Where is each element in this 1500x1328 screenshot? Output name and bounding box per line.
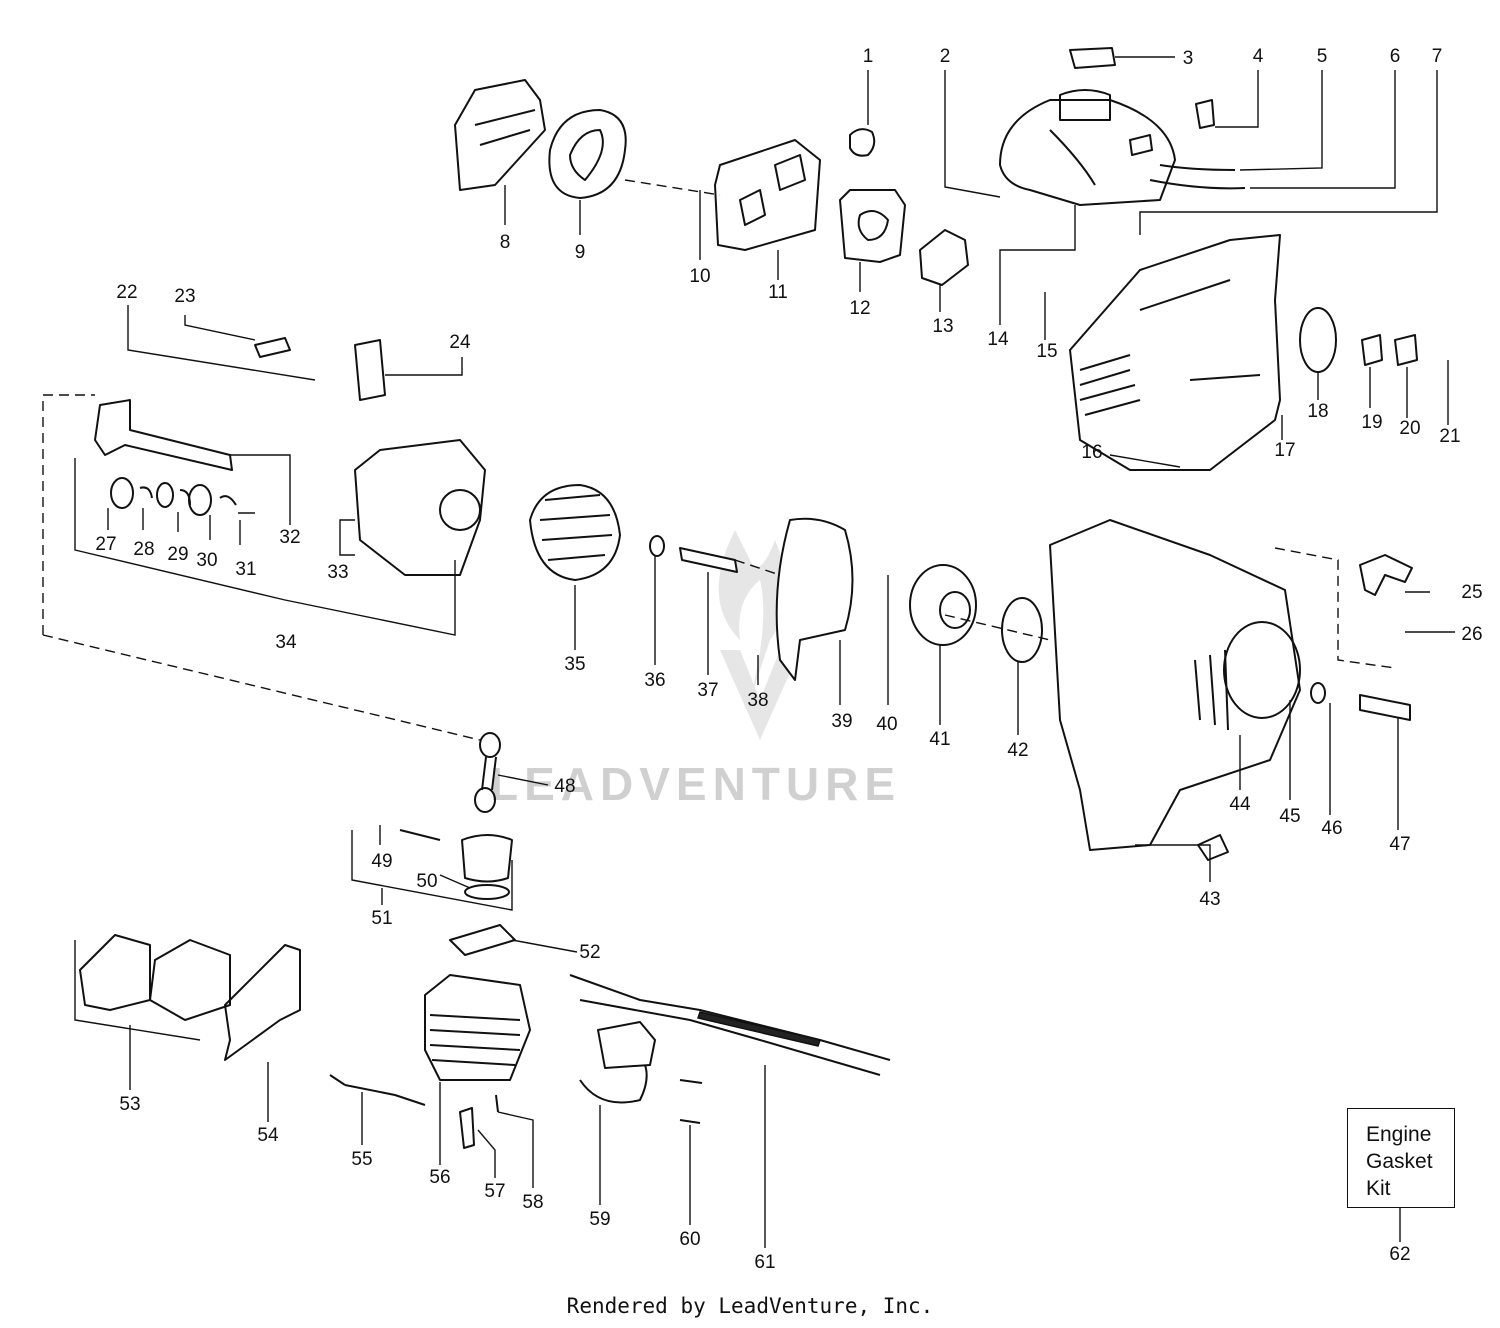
callout-19: 19 — [1361, 412, 1382, 433]
callout-22: 22 — [116, 282, 137, 303]
watermark-text: LEADVENTURE — [490, 758, 901, 810]
callout-60: 60 — [679, 1229, 700, 1250]
callout-11: 11 — [768, 282, 788, 303]
callout-13: 13 — [932, 316, 953, 337]
callout-61: 61 — [754, 1252, 775, 1273]
callout-40: 40 — [876, 714, 897, 735]
callout-57: 57 — [484, 1181, 505, 1202]
callout-32: 32 — [279, 527, 300, 548]
callout-62: 62 — [1389, 1244, 1410, 1265]
callout-48: 48 — [554, 776, 575, 797]
callout-20: 20 — [1399, 418, 1420, 439]
leader-lines — [42, 56, 1455, 1248]
watermark: LEADVENTURE — [490, 530, 901, 810]
footer-credit: Rendered by LeadVenture, Inc. — [566, 1294, 934, 1318]
callout-49: 49 — [371, 851, 392, 872]
callout-6: 6 — [1390, 46, 1401, 67]
engine-gasket-kit-box: Engine Gasket Kit — [1347, 1108, 1455, 1208]
callout-33: 33 — [327, 562, 348, 583]
callout-43: 43 — [1199, 889, 1220, 910]
callout-52: 52 — [579, 942, 600, 963]
callout-37: 37 — [697, 680, 718, 701]
callout-34: 34 — [275, 632, 297, 653]
callout-15: 15 — [1036, 341, 1057, 362]
callout-10: 10 — [689, 266, 710, 287]
callout-54: 54 — [257, 1125, 279, 1146]
callout-53: 53 — [119, 1094, 140, 1115]
callout-39: 39 — [831, 711, 852, 732]
callout-45: 45 — [1279, 806, 1300, 827]
callout-31: 31 — [235, 559, 256, 580]
callout-1: 1 — [863, 46, 874, 67]
callout-30: 30 — [196, 550, 217, 571]
kit-box-line-3: Kit — [1366, 1177, 1391, 1200]
callout-18: 18 — [1307, 401, 1328, 422]
part-drawings — [79, 47, 1418, 1149]
callout-16: 16 — [1081, 442, 1102, 463]
callout-12: 12 — [849, 298, 870, 319]
callout-8: 8 — [500, 232, 511, 253]
callout-14: 14 — [987, 329, 1009, 350]
callout-5: 5 — [1317, 46, 1328, 67]
callout-7: 7 — [1432, 46, 1443, 67]
callout-58: 58 — [522, 1192, 543, 1213]
callout-3: 3 — [1183, 48, 1194, 69]
callout-28: 28 — [133, 539, 154, 560]
kit-box-line-1: Engine — [1366, 1123, 1432, 1146]
callout-35: 35 — [564, 654, 585, 675]
callout-24: 24 — [449, 332, 471, 353]
callout-26: 26 — [1461, 624, 1482, 645]
callout-47: 47 — [1389, 834, 1410, 855]
callout-46: 46 — [1321, 818, 1342, 839]
callout-59: 59 — [589, 1209, 610, 1230]
callout-42: 42 — [1007, 740, 1028, 761]
callout-21: 21 — [1439, 426, 1460, 447]
callout-27: 27 — [95, 534, 116, 555]
callout-44: 44 — [1229, 794, 1251, 815]
callout-labels: 1 2 3 4 5 6 7 8 9 10 11 12 13 14 15 16 1… — [95, 46, 1482, 1273]
callout-4: 4 — [1253, 46, 1264, 67]
callout-23: 23 — [174, 286, 195, 307]
callout-51: 51 — [371, 908, 392, 929]
callout-38: 38 — [747, 690, 768, 711]
callout-9: 9 — [575, 242, 586, 263]
callout-2: 2 — [940, 46, 951, 67]
callout-41: 41 — [929, 729, 950, 750]
callout-29: 29 — [167, 544, 188, 565]
callout-25: 25 — [1461, 582, 1482, 603]
callout-17: 17 — [1274, 440, 1295, 461]
kit-box-line-2: Gasket — [1366, 1150, 1433, 1173]
callout-56: 56 — [429, 1167, 450, 1188]
callout-36: 36 — [644, 670, 665, 691]
callout-50: 50 — [416, 871, 437, 892]
callout-55: 55 — [351, 1149, 372, 1170]
